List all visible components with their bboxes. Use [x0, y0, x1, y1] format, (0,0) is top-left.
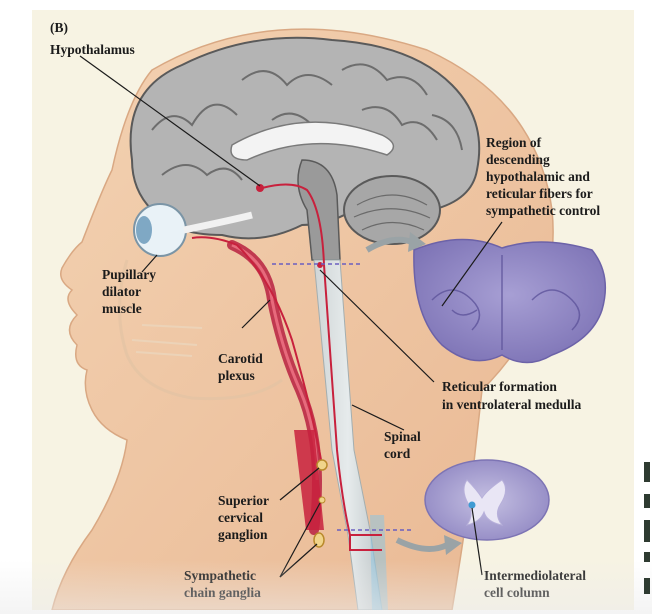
medulla-section: [413, 238, 607, 364]
arrow-head-cord: [444, 535, 462, 555]
label-carotid-plexus: Carotid plexus: [218, 351, 263, 383]
label-spinal-cord: Spinal cord: [384, 429, 421, 461]
skull-outline: [118, 259, 283, 401]
chain-ganglion-upper: [318, 496, 326, 504]
figure-panel: (B) Hypothalamus Region of descending hy…: [32, 10, 634, 610]
label-pupillary-dilator: Pupillary dilator muscle: [102, 267, 157, 316]
arrow-to-medulla: [365, 236, 413, 253]
edge-mark-4: [644, 552, 650, 562]
label-reticular-formation: Reticular formation in ventrolateral med…: [442, 379, 582, 412]
teeth-hint: [131, 324, 203, 357]
anatomy-illustration: [51, 28, 607, 610]
medulla-dot: [317, 262, 323, 268]
pathway-to-eye: [191, 236, 323, 466]
label-hypothalamus: Hypothalamus: [50, 42, 135, 57]
sympathetic-pathway: [261, 183, 382, 551]
optic-nerve: [183, 211, 253, 234]
superior-ganglion: [316, 459, 328, 471]
corpus-callosum: [230, 121, 395, 161]
edge-mark-3: [644, 520, 650, 542]
brain-gyri: [151, 63, 463, 181]
label-intermediolateral: Intermediolateral cell column: [484, 568, 586, 600]
arrow-head-medulla: [408, 232, 426, 252]
edge-mark-1: [644, 462, 650, 482]
panel-label: (B): [50, 20, 68, 35]
intermediolateral-dot: [468, 501, 476, 509]
hypothalamus-dot: [256, 184, 264, 192]
spinal-cord: [313, 259, 383, 610]
arrow-to-cord: [395, 537, 449, 552]
medulla-texture: [431, 255, 581, 350]
cerebellum-folia: [353, 194, 431, 231]
chain-ganglion: [313, 532, 325, 548]
edge-mark-5: [644, 578, 650, 594]
neck-muscle: [294, 430, 324, 530]
cord-grey-matter: [463, 479, 506, 526]
label-region-descending: Region of descending hypothalamic and re…: [486, 135, 601, 218]
pupil: [136, 216, 152, 244]
label-sympathetic-chain: Sympathetic chain ganglia: [184, 568, 261, 600]
cerebellum: [343, 175, 441, 245]
edge-mark-2: [644, 494, 650, 508]
label-superior-cervical-ganglion: Superior cervical ganglion: [218, 493, 270, 542]
